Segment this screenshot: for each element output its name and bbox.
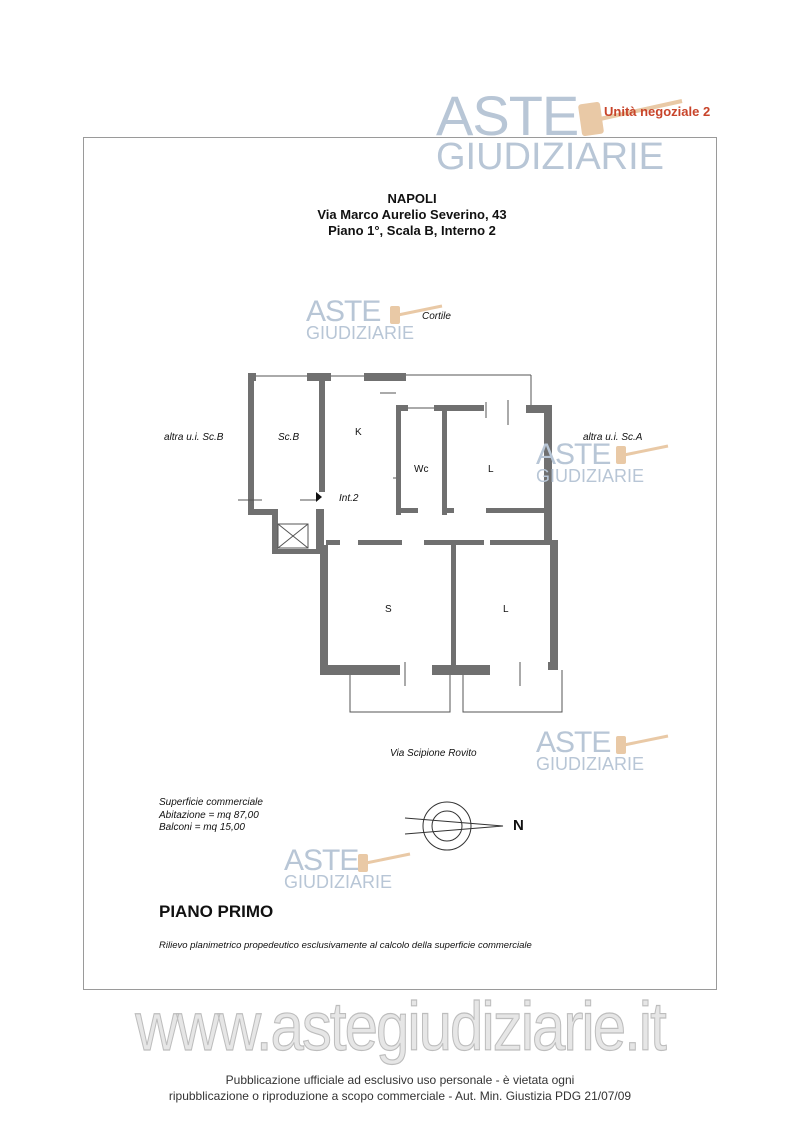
floor-info-title: Piano 1°, Scala B, Interno 2: [328, 223, 496, 238]
room-living: S: [385, 604, 392, 615]
room-kitchen: K: [355, 427, 362, 438]
compass-icon: [404, 801, 504, 851]
address-title: Via Marco Aurelio Severino, 43: [317, 207, 507, 222]
drawing-frame: [83, 137, 717, 990]
footer-line2: ripubblicazione o riproduzione a scopo c…: [168, 1089, 632, 1103]
room-stair-b: Sc.B: [278, 432, 300, 443]
aste-watermark-3: ASTE GIUDIZIARIE: [536, 726, 645, 774]
gavel-icon-small: [358, 852, 411, 872]
city-title: NAPOLI: [387, 191, 437, 206]
thin-lines: [238, 374, 563, 713]
room-wc: Wc: [414, 464, 429, 475]
floor-title: PIANO PRIMO: [159, 902, 274, 921]
surface-dwelling: Abitazione = mq 87,00: [159, 809, 259, 821]
north-label: N: [513, 817, 524, 834]
surface-info: Superficie commerciale Abitazione = mq 8…: [159, 797, 263, 835]
room-entrance: Int.2: [339, 493, 359, 504]
room-bedroom-top: L: [488, 464, 494, 475]
room-bedroom-bottom: L: [503, 604, 509, 615]
gavel-icon-small: [616, 444, 669, 464]
aste-watermark-2: ASTE GIUDIZIARIE: [536, 438, 645, 486]
site-watermark: www.astegiudiziarie.it: [135, 987, 668, 1066]
street-label: Via Scipione Rovito: [390, 748, 477, 759]
footer-line1: Pubblicazione ufficiale ad esclusivo uso…: [225, 1073, 575, 1087]
gavel-icon: [578, 99, 683, 136]
gavel-icon-small: [390, 304, 443, 324]
surface-heading: Superficie commerciale: [159, 797, 263, 808]
entrance-arrow-icon: [316, 492, 322, 502]
aste-logo-watermark: ASTE GIUDIZIARIE: [436, 84, 665, 178]
walls: [248, 373, 558, 675]
gavel-icon-small: [616, 734, 669, 754]
surface-balconies: Balconi = mq 15,00: [159, 822, 245, 833]
title-block: NAPOLI Via Marco Aurelio Severino, 43 Pi…: [220, 191, 604, 239]
unit-label: Unità negoziale 2: [604, 104, 711, 119]
left-neighbor-label: altra u.i. Sc.B: [164, 432, 224, 443]
courtyard-label: Cortile: [422, 311, 451, 322]
aste-watermark-4: ASTE GIUDIZIARIE: [284, 844, 393, 892]
disclaimer: Rilievo planimetrico propedeutico esclus…: [159, 940, 532, 951]
right-neighbor-label: altra u.i. Sc.A: [583, 432, 643, 443]
footer: Pubblicazione ufficiale ad esclusivo uso…: [0, 1072, 800, 1104]
aste-watermark-1: ASTE GIUDIZIARIE: [306, 295, 415, 343]
